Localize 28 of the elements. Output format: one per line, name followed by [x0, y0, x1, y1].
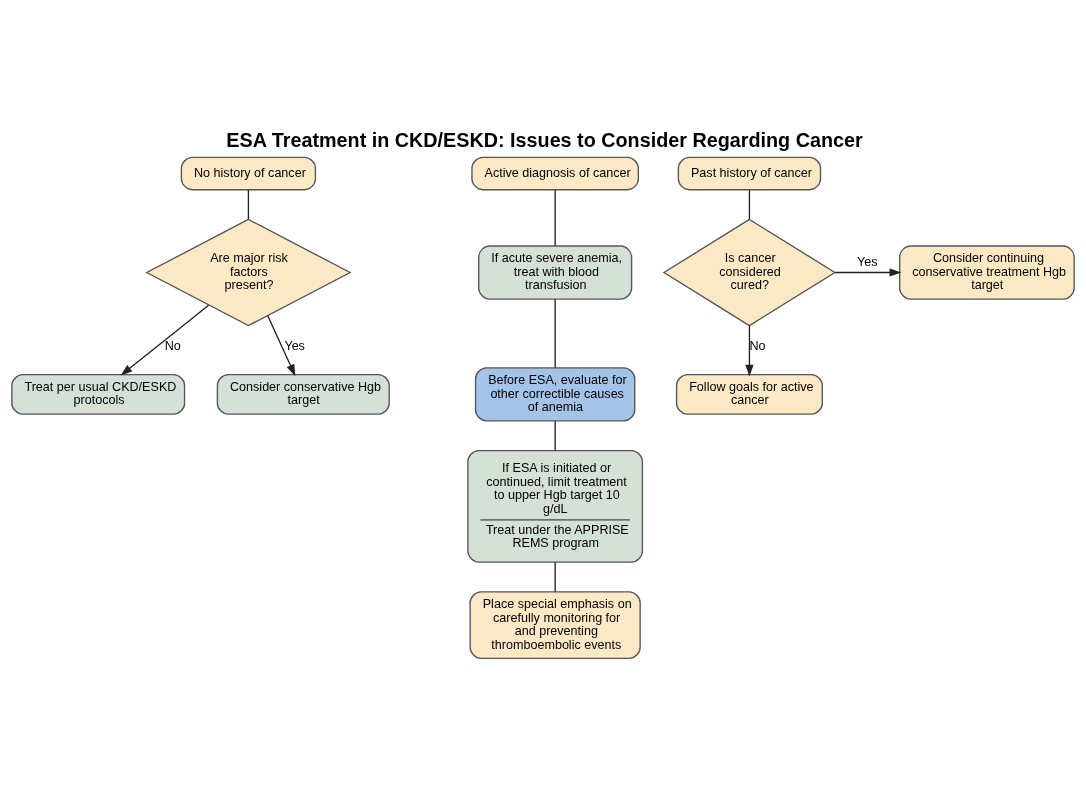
connector: [554, 188, 556, 246]
node-box: If ESA is initiated or continued, limit treatment to upper Hgb target 10 g/dL Treat under the APPRISE REMS program: [467, 449, 644, 563]
edge-label: No: [749, 338, 766, 353]
node-box: Treat per usual CKD/ESKD protocols: [11, 373, 186, 415]
arrow: [120, 304, 210, 376]
node-box: No history of cancer: [180, 156, 317, 190]
diagram-title: ESA Treatment in CKD/ESKD: Issues to Consider Regarding Cancer: [226, 128, 863, 151]
edge-label: Yes: [284, 338, 305, 353]
edge-label: Yes: [856, 254, 878, 269]
arrow: [267, 314, 296, 376]
node-box: Consider continuing conservative treatment Hgb target: [898, 244, 1075, 300]
node-box: Past history of cancer: [677, 156, 822, 190]
arrow: [834, 267, 902, 277]
node-box: If acute severe anemia, treat with blood transfusion: [478, 244, 633, 300]
node-diamond: Are major risk factors present?: [145, 218, 352, 326]
arrow: [745, 324, 754, 376]
node-diamond: Is cancer considered cured?: [662, 218, 837, 326]
connector: [247, 188, 250, 220]
node-box: Place special emphasis on carefully monitoring for and preventing thromboembolic events: [469, 590, 641, 659]
node-box: Consider conservative Hgb target: [216, 373, 390, 415]
node-box: Follow goals for active cancer: [675, 373, 823, 415]
connector: [554, 561, 556, 592]
edge-label: No: [164, 338, 181, 353]
connector: [554, 419, 556, 451]
connector: [748, 188, 751, 220]
node-box: Before ESA, evaluate for other correctible causes of anemia: [474, 366, 636, 422]
node-box: Active diagnosis of cancer: [471, 156, 640, 190]
connector: [554, 298, 556, 368]
